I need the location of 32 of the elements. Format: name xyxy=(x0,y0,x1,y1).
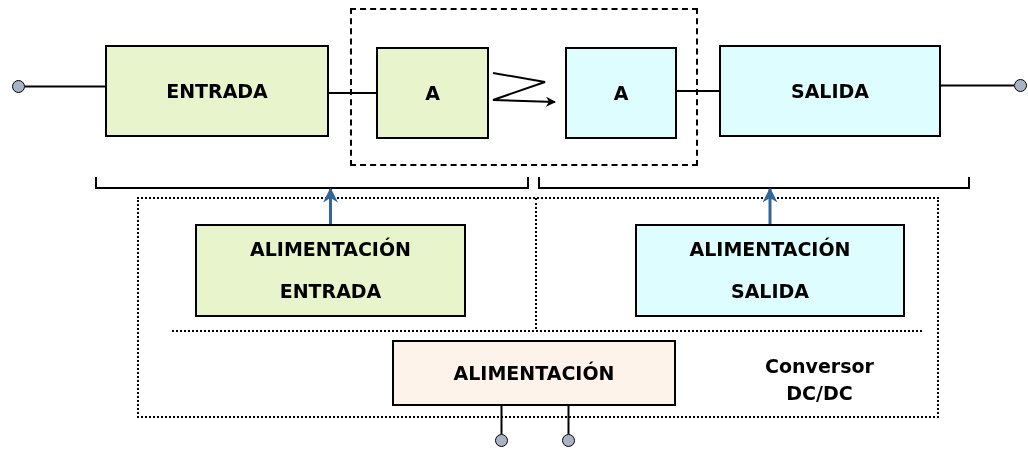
bracket xyxy=(95,177,529,189)
block-label: A xyxy=(613,80,629,106)
block-box xyxy=(635,224,905,317)
bracket xyxy=(538,177,970,189)
dotted-module-box xyxy=(137,197,939,418)
block-label: ALIMENTACIÓN SALIDA xyxy=(688,236,852,304)
connector-line xyxy=(940,84,1015,87)
block-label: A xyxy=(425,80,440,106)
connector-line xyxy=(24,85,106,88)
block-label: ALIMENTACIÓN ENTRADA xyxy=(249,236,412,304)
terminal-circle xyxy=(562,434,575,447)
connector-line xyxy=(328,92,377,94)
arrow xyxy=(323,187,338,224)
connector-line xyxy=(567,405,570,435)
arrow xyxy=(492,72,556,107)
block-label: ENTRADA xyxy=(166,78,268,104)
block-box xyxy=(719,45,941,137)
block-label: ALIMENTACIÓN xyxy=(453,360,615,386)
block-label: SALIDA xyxy=(790,78,869,104)
block-box xyxy=(195,224,466,317)
block-box xyxy=(392,340,676,406)
terminal-circle xyxy=(495,434,508,447)
terminal-circle xyxy=(1014,79,1027,92)
connector-line xyxy=(500,405,503,435)
block-box xyxy=(105,45,329,137)
module-label: Conversor DC/DC xyxy=(764,354,875,406)
block-box xyxy=(565,47,677,139)
connector-line xyxy=(676,90,720,92)
block-box xyxy=(376,47,489,139)
arrow xyxy=(762,187,778,224)
dashed-isolation-box xyxy=(350,8,698,166)
terminal-circle xyxy=(12,80,25,93)
